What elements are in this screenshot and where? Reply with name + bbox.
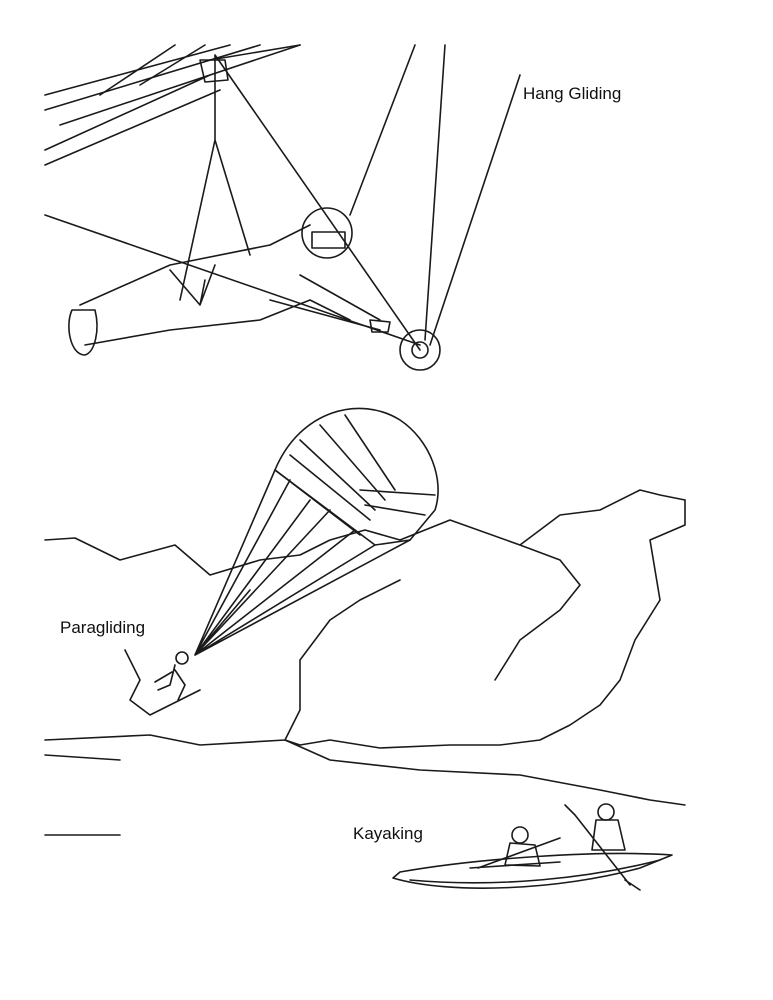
mountains-drawing xyxy=(44,489,686,836)
paraglider-drawing xyxy=(154,407,439,701)
kayak-drawing xyxy=(392,803,673,891)
paragliding-label: Paragliding xyxy=(60,618,146,637)
hang-gliding-label: Hang Gliding xyxy=(523,84,622,103)
kayaking-label: Kayaking xyxy=(353,824,423,843)
hang-glider-drawing xyxy=(44,44,521,371)
